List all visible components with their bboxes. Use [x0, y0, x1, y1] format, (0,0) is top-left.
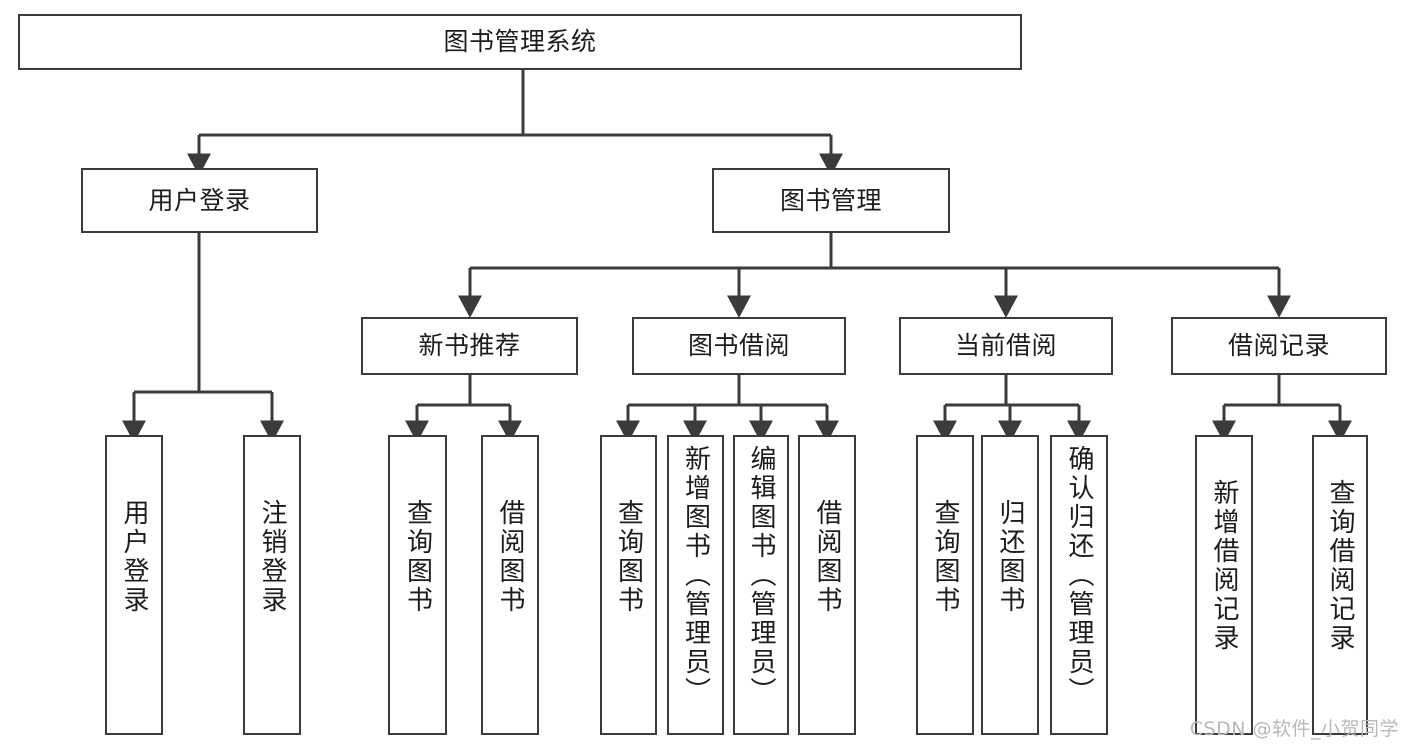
- node-leaf-query-book-current[interactable]: 查询图书: [916, 435, 974, 735]
- node-label: 归还图书: [995, 499, 1025, 615]
- node-label: 借阅记录: [1227, 331, 1330, 361]
- node-leaf-query-borrow-record[interactable]: 查询借阅记录: [1312, 435, 1368, 735]
- node-label: 用户登录: [119, 499, 149, 615]
- node-leaf-return-book[interactable]: 归还图书: [981, 435, 1039, 735]
- node-label: 新书推荐: [418, 331, 521, 361]
- node-label: 查询借阅记录: [1325, 479, 1355, 653]
- node-label: 查询图书: [402, 499, 433, 615]
- node-leaf-user-login[interactable]: 用户登录: [105, 435, 163, 735]
- node-label: 注销登录: [257, 499, 287, 615]
- node-root-book-management-system[interactable]: 图书管理系统: [18, 14, 1022, 70]
- node-leaf-logout[interactable]: 注销登录: [243, 435, 301, 735]
- node-leaf-borrow-book-recommend[interactable]: 借阅图书: [481, 435, 539, 735]
- node-label: 用户登录: [148, 185, 251, 215]
- node-leaf-borrow-book-borrow[interactable]: 借阅图书: [798, 435, 856, 735]
- node-book-management[interactable]: 图书管理: [712, 168, 950, 233]
- node-label: 新增图书（管理员）: [680, 445, 711, 706]
- node-label: 当前借阅: [954, 331, 1057, 361]
- csdn-watermark: CSDN @软件_小贺同学: [1189, 718, 1399, 740]
- node-new-book-recommend[interactable]: 新书推荐: [361, 317, 578, 375]
- node-label: 借阅图书: [812, 499, 842, 615]
- node-label: 图书借阅: [687, 331, 790, 361]
- node-user-login[interactable]: 用户登录: [81, 168, 318, 233]
- node-label: 图书管理系统: [443, 27, 597, 57]
- node-book-borrow[interactable]: 图书借阅: [632, 317, 846, 375]
- node-label: 确认归还（管理员）: [1064, 445, 1094, 706]
- node-label: 查询图书: [613, 499, 644, 615]
- node-leaf-add-borrow-record[interactable]: 新增借阅记录: [1195, 435, 1253, 735]
- node-leaf-query-book-recommend[interactable]: 查询图书: [388, 435, 447, 735]
- node-borrow-record[interactable]: 借阅记录: [1171, 317, 1387, 375]
- node-leaf-add-book-admin[interactable]: 新增图书（管理员）: [667, 435, 724, 735]
- node-leaf-query-book-borrow[interactable]: 查询图书: [600, 435, 657, 735]
- node-label: 编辑图书（管理员）: [746, 445, 776, 706]
- node-current-borrow[interactable]: 当前借阅: [899, 317, 1113, 375]
- node-leaf-edit-book-admin[interactable]: 编辑图书（管理员）: [733, 435, 789, 735]
- node-label: 新增借阅记录: [1209, 479, 1239, 653]
- node-leaf-confirm-return-admin[interactable]: 确认归还（管理员）: [1050, 435, 1108, 735]
- node-label: 图书管理: [779, 185, 882, 215]
- node-label: 借阅图书: [495, 499, 525, 615]
- node-label: 查询图书: [930, 499, 960, 615]
